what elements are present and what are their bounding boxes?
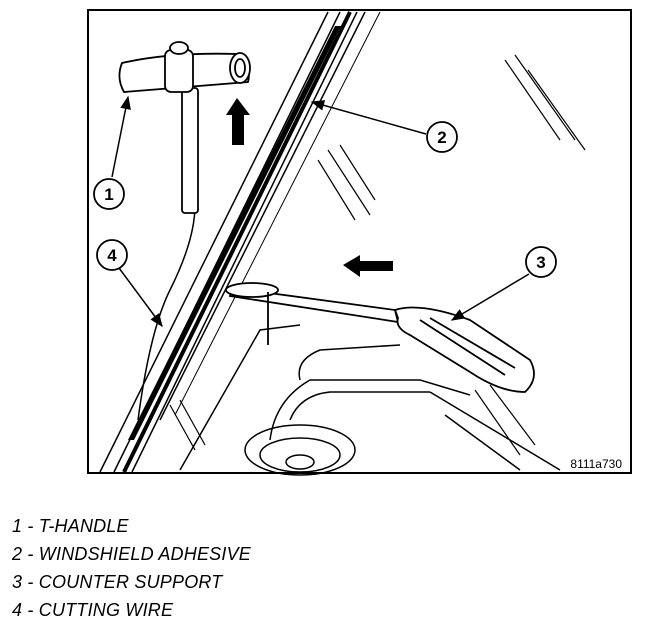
callout-1-label: 1 [104, 185, 113, 204]
callout-4-label: 4 [107, 246, 117, 265]
illustration: 1 2 3 4 8111a730 [87, 9, 632, 476]
legend-item-windshield-adhesive: 2 - WINDSHIELD ADHESIVE [12, 544, 251, 564]
callout-2: 2 [310, 100, 458, 153]
pull-up-arrow-icon [226, 98, 250, 145]
windshield-adhesive [128, 26, 341, 440]
callout-4: 4 [96, 239, 163, 328]
legend: 1 - T-HANDLE 2 - WINDSHIELD ADHESIVE 3 -… [12, 512, 251, 624]
cutting-wire [137, 204, 196, 421]
legend-item-t-handle: 1 - T-HANDLE [12, 516, 129, 536]
windshield-removal-figure: 1 2 3 4 8111a730 [87, 9, 632, 476]
pull-left-arrow-icon [343, 255, 393, 277]
figure-id: 8111a730 [570, 457, 622, 471]
callout-2-label: 2 [437, 128, 446, 147]
dashboard [179, 324, 561, 476]
t-handle [118, 41, 251, 214]
callout-1: 1 [93, 95, 131, 210]
counter-support [225, 282, 535, 393]
callout-3: 3 [450, 246, 557, 321]
glass-reflections [169, 54, 586, 456]
legend-item-cutting-wire: 4 - CUTTING WIRE [12, 600, 174, 620]
callout-3-label: 3 [536, 253, 545, 272]
legend-item-counter-support: 3 - COUNTER SUPPORT [12, 572, 223, 592]
